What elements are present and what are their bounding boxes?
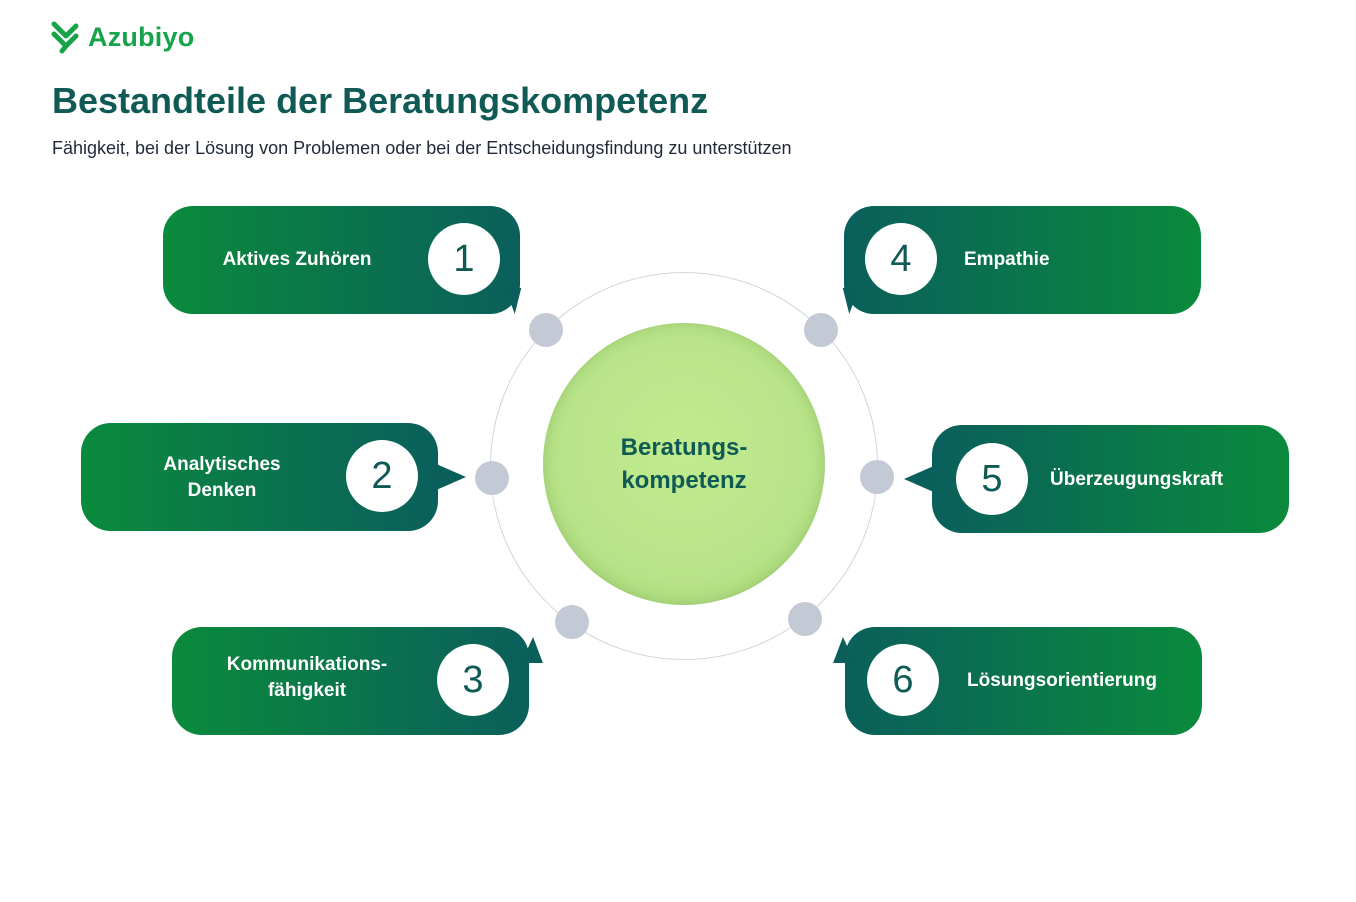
- component-card-3: Kommunikations- fähigkeit 3: [172, 627, 556, 735]
- component-label-5: Überzeugungskraft: [1050, 469, 1224, 490]
- brand-name: Azubiyo: [88, 21, 195, 52]
- card-pointer: [434, 463, 466, 491]
- component-number-1: 1: [428, 223, 500, 295]
- component-card-4: 4 Empathie: [833, 206, 1201, 314]
- page-subtitle: Fähigkeit, bei der Lösung von Problemen …: [52, 138, 792, 158]
- component-number-4: 4: [865, 223, 937, 295]
- component-number-3: 3: [437, 644, 509, 716]
- component-label-3: Kommunikations- fähigkeit: [226, 654, 388, 701]
- component-label-2: Analytisches Denken: [163, 454, 281, 501]
- component-card-2: Analytisches Denken 2: [81, 423, 466, 531]
- page-title: Bestandteile der Beratungskompetenz: [52, 80, 709, 121]
- component-card-5: 5 Überzeugungskraft: [904, 425, 1289, 533]
- connector-dot-2: [475, 461, 509, 495]
- component-card-1: Aktives Zuhören 1: [163, 206, 531, 314]
- card-pointer: [904, 465, 936, 493]
- connector-dot-4: [804, 313, 838, 347]
- connector-dot-3: [555, 605, 589, 639]
- center-label: Beratungs- kompetenz: [620, 434, 748, 494]
- card-pointer: [833, 288, 859, 314]
- center-circle: Beratungs- kompetenz: [543, 323, 825, 605]
- component-label-1: Aktives Zuhören: [222, 249, 372, 270]
- component-number-5: 5: [956, 443, 1028, 515]
- card-pointer: [820, 637, 856, 663]
- component-number-6: 6: [867, 644, 939, 716]
- brand-logo: Azubiyo: [50, 18, 194, 56]
- component-label-4: Empathie: [964, 249, 1050, 270]
- component-label-6: Lösungsorientierung: [967, 670, 1157, 691]
- connector-dot-5: [860, 460, 894, 494]
- component-card-6: 6 Lösungsorientierung: [820, 627, 1202, 735]
- component-number-2: 2: [346, 440, 418, 512]
- connector-dot-6: [788, 602, 822, 636]
- azubiyo-logo-icon: [51, 21, 79, 54]
- connector-dot-1: [529, 313, 563, 347]
- card-pointer: [520, 637, 556, 663]
- card-pointer: [505, 288, 531, 314]
